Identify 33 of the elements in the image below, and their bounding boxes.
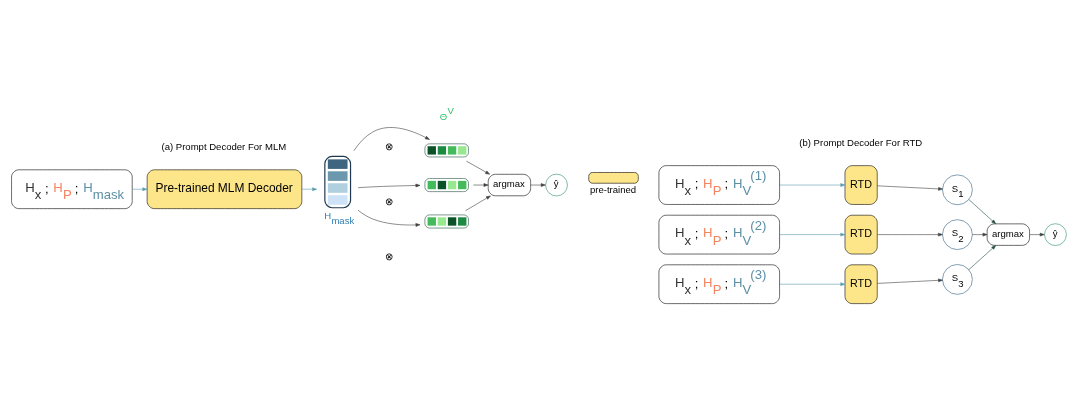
arrow	[779, 232, 846, 236]
arrow	[1029, 232, 1045, 236]
node-circle: ŷ	[1044, 222, 1067, 246]
node-circle: ŷ	[545, 173, 568, 196]
arrow	[466, 160, 490, 175]
label: (a) Prompt Decoder For MLM	[161, 140, 287, 152]
label: ⊗	[384, 140, 393, 152]
arrow	[465, 195, 491, 211]
node-box: RTD	[844, 164, 878, 205]
label: ⊗	[384, 250, 393, 262]
label: ⊗	[384, 195, 393, 207]
arrow	[877, 232, 943, 236]
arrow	[972, 232, 988, 236]
arrow	[353, 126, 430, 151]
node-box: RTD	[844, 263, 878, 304]
arrow	[132, 186, 148, 191]
arrow	[779, 281, 846, 286]
node-box: RTD	[844, 214, 878, 254]
arrow	[968, 198, 997, 224]
legend-label: pre-trained	[589, 183, 637, 195]
arrow	[301, 186, 318, 191]
arrow	[877, 278, 943, 284]
arrow	[530, 182, 546, 187]
node-box: argmax	[986, 223, 1030, 246]
arrow	[877, 185, 943, 191]
label: (b) Prompt Decoder For RTD	[799, 136, 923, 148]
arrow	[357, 183, 421, 188]
arrow	[779, 182, 846, 187]
arrow	[968, 244, 997, 270]
node-box: Pre-trained MLM Decoder	[146, 169, 303, 209]
node-box: argmax	[487, 173, 531, 196]
arrow	[473, 182, 489, 187]
arrow	[357, 209, 421, 227]
